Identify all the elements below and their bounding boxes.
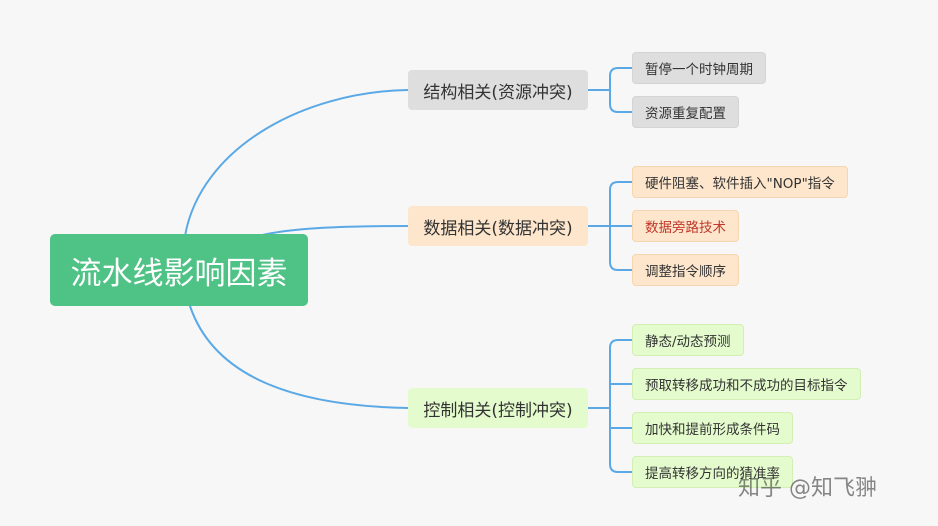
connector-root-branch-data xyxy=(257,225,409,237)
leaf-stall-one-cycle[interactable]: 暂停一个时钟周期 xyxy=(632,52,766,84)
leaf-static-dynamic-prediction[interactable]: 静态/动态预测 xyxy=(632,324,744,356)
leaf-reorder-instructions[interactable]: 调整指令顺序 xyxy=(632,254,739,286)
root-node[interactable]: 流水线影响因素 xyxy=(50,234,308,306)
leaf-label: 调整指令顺序 xyxy=(645,264,726,280)
root-label: 流水线影响因素 xyxy=(70,255,288,292)
leaf-label: 提高转移方向的猜准率 xyxy=(645,466,780,482)
watermark: 知乎 @知飞翀 xyxy=(738,470,877,502)
branch-label: 结构相关(资源冲突) xyxy=(423,82,573,103)
leaf-early-condition-code[interactable]: 加快和提前形成条件码 xyxy=(632,412,793,444)
leaf-label: 数据旁路技术 xyxy=(645,220,726,236)
connector-control-trunk xyxy=(587,339,633,473)
leaf-hardware-stall-nop[interactable]: 硬件阻塞、软件插入"NOP"指令 xyxy=(632,166,848,198)
leaf-prefetch-both-targets[interactable]: 预取转移成功和不成功的目标指令 xyxy=(632,368,861,400)
connector-root-branch-structure xyxy=(184,89,409,237)
leaf-label: 静态/动态预测 xyxy=(645,334,731,350)
branch-label: 控制相关(控制冲突) xyxy=(423,400,573,421)
leaf-resource-duplication[interactable]: 资源重复配置 xyxy=(632,96,739,128)
leaf-label: 硬件阻塞、软件插入"NOP"指令 xyxy=(645,176,835,192)
leaf-label: 加快和提前形成条件码 xyxy=(645,422,780,438)
leaf-label: 预取转移成功和不成功的目标指令 xyxy=(645,378,848,394)
watermark-text: 知乎 @知飞翀 xyxy=(738,476,877,501)
branch-control-hazard[interactable]: 控制相关(控制冲突) xyxy=(408,388,588,428)
connector-data-trunk xyxy=(587,181,633,271)
branch-structure-hazard[interactable]: 结构相关(资源冲突) xyxy=(408,70,588,110)
leaf-data-forwarding[interactable]: 数据旁路技术 xyxy=(632,210,739,242)
branch-data-hazard[interactable]: 数据相关(数据冲突) xyxy=(408,206,588,246)
connector-structure-trunk xyxy=(587,67,633,113)
leaf-improve-branch-prediction[interactable]: 提高转移方向的猜准率 xyxy=(632,456,793,488)
branch-label: 数据相关(数据冲突) xyxy=(423,218,573,239)
connector-root-branch-control xyxy=(189,305,409,409)
leaf-label: 暂停一个时钟周期 xyxy=(645,62,753,78)
leaf-label: 资源重复配置 xyxy=(645,106,726,122)
